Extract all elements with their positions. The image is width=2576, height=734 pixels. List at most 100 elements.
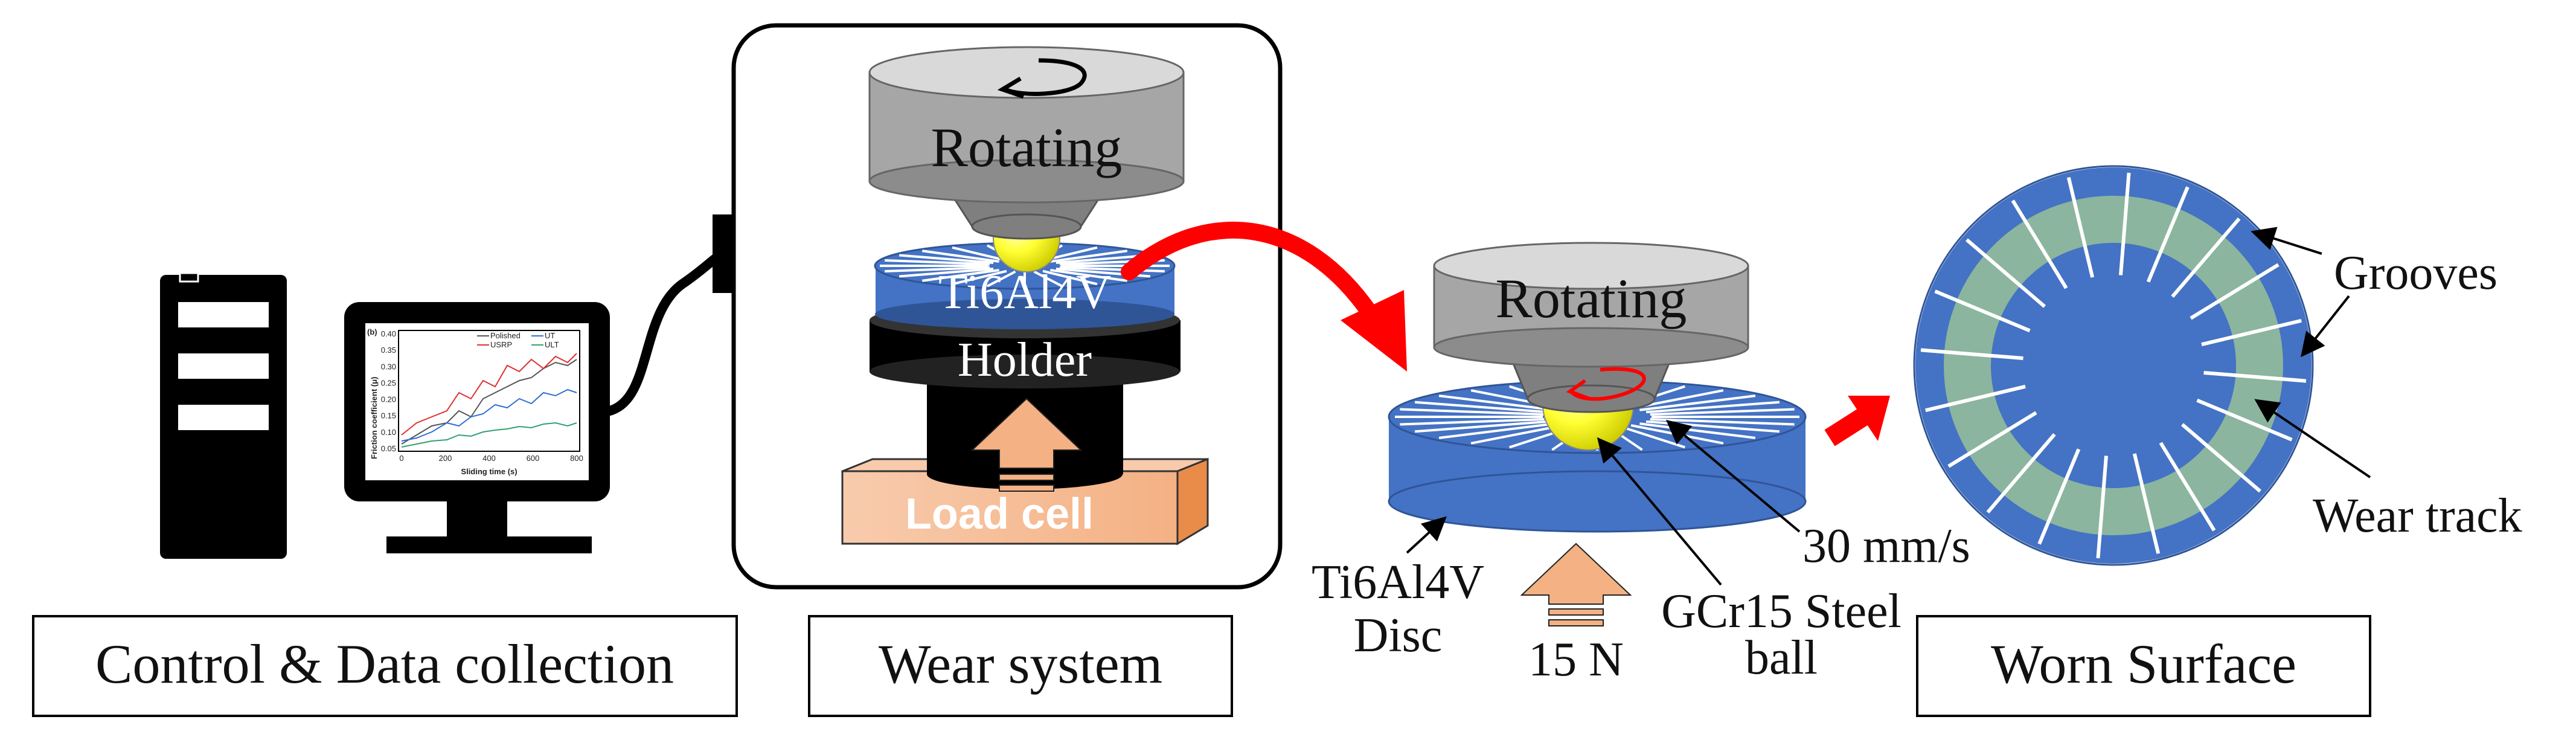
mini-ytick-label: 0.05 [381, 444, 396, 453]
disc-groove-line [1042, 269, 1098, 286]
worn-groove-line [2066, 177, 2095, 278]
worn-groove-line [2171, 217, 2241, 298]
disc-groove-line [1050, 249, 1127, 263]
ball-label-line1: GCr15 Steel [1661, 585, 1902, 638]
spindle-label: Rotating [931, 117, 1123, 178]
rotating-spindle: Rotating [868, 46, 1185, 240]
disc-groove-line [952, 269, 1007, 286]
wear-track-ring [1944, 196, 2283, 535]
disc-groove-line [1056, 254, 1151, 264]
disc-groove-line [1033, 270, 1063, 288]
wear-track-label: Wear track [2313, 489, 2522, 542]
worn-groove-line [2159, 442, 2216, 532]
closeup-load-arrow-icon [1520, 542, 1632, 626]
closeup-groove-line [1400, 418, 1545, 426]
mini-xtick-label: 800 [570, 454, 583, 463]
worn-groove-line [2037, 448, 2081, 545]
closeup-spindle-label: Rotating [1496, 268, 1687, 329]
worn-groove-line [1966, 238, 2046, 308]
closeup-disc-label-line2: Disc [1354, 609, 1443, 662]
worn-groove-line [2011, 199, 2068, 289]
mini-legend-ut: UT [545, 331, 555, 340]
red-curved-arrow-icon [1121, 222, 1407, 372]
disc-groove-line [899, 268, 994, 278]
caption-control: Control & Data collection [32, 615, 738, 717]
mini-xtick-label: 200 [439, 454, 452, 463]
ball-label-line2: ball [1745, 631, 1818, 684]
mini-ytick-label: 0.35 [381, 346, 396, 355]
disc-groove-line [922, 269, 999, 282]
closeup-groove-line [1639, 422, 1756, 439]
load-arrow-icon [970, 398, 1083, 492]
disc-label: Ti6Al4V [938, 266, 1111, 319]
holder-label: Holder [958, 333, 1092, 387]
disc-groove-line [922, 249, 999, 263]
closeup-groove-line [1650, 408, 1795, 416]
mini-ytick-label: 0.25 [381, 378, 396, 387]
mini-legend-polished: Polished [490, 331, 521, 340]
caption-worn-surface: Worn Surface [1916, 615, 2371, 717]
worn-groove-line [2201, 318, 2302, 347]
mini-xtick-label: 600 [527, 454, 540, 463]
caption-worn-surface-text: Worn Surface [1991, 633, 2296, 695]
caption-wear-system-text: Wear system [879, 633, 1162, 695]
pointer-grooves-1 [2251, 227, 2322, 255]
closeup-groove-line [1400, 408, 1545, 416]
mini-xtick-label: 400 [482, 454, 496, 463]
worn-groove-line [2096, 456, 2109, 559]
grooves-label: Grooves [2334, 246, 2498, 300]
mini-ytick-label: 0.15 [381, 411, 396, 420]
mini-ytick-label: 0.20 [381, 395, 396, 404]
worn-surface-disc [1913, 165, 2314, 566]
computer-tower-icon [160, 272, 287, 559]
mini-series-polished [401, 359, 577, 445]
pointer-grooves-2 [2301, 295, 2350, 358]
worn-groove-line [2196, 398, 2293, 442]
disc-groove-line [1050, 269, 1127, 282]
worn-groove-line [2132, 453, 2161, 554]
caption-control-text: Control & Data collection [95, 633, 674, 695]
mini-chart-xlabel: Sliding time (s) [461, 467, 517, 476]
mini-xtick-label: 0 [399, 454, 403, 463]
pointer-ball [1597, 437, 1722, 586]
speed-label: 30 mm/s [1802, 520, 1970, 573]
mini-legend-usrp: USRP [490, 340, 512, 349]
caption-wear-system: Wear system [808, 615, 1233, 717]
worn-groove-line [1934, 289, 2031, 333]
mini-chart-legend: Polished USRP UT ULT [477, 331, 559, 349]
mini-ytick-label: 0.10 [381, 428, 396, 437]
rotation-arrow-icon [1004, 58, 1087, 96]
small-red-arrow-icon [1824, 396, 1890, 446]
load-value-label: 15 N [1528, 633, 1624, 686]
disc-groove-line [1059, 266, 1165, 273]
mini-ytick-label: 0.40 [381, 329, 396, 338]
worn-groove-line [2146, 186, 2190, 283]
worn-groove-line [2118, 172, 2131, 275]
worn-groove-line [2190, 263, 2280, 320]
worn-groove-line [2203, 370, 2307, 383]
mini-chart-xticks: 0 200 400 600 800 [399, 454, 583, 463]
worn-groove-line [1986, 433, 2056, 513]
disc-groove-line [885, 259, 990, 266]
closeup-groove-line [1645, 401, 1780, 414]
mini-legend-ult: ULT [545, 340, 559, 349]
mini-chart-yticks: 0.40 0.35 0.30 0.25 0.20 0.15 0.10 0.05 [381, 329, 396, 453]
closeup-groove-line [1438, 394, 1555, 411]
mini-ytick-label: 0.30 [381, 362, 396, 371]
mini-series-ult [401, 422, 577, 448]
closeup-groove-line [1438, 422, 1555, 439]
closeup-disc-label: Ti6Al4V Disc [1312, 556, 1484, 662]
mini-chart-ylabel: Friction coefficient (μ) [370, 376, 379, 459]
closeup-groove-line [1639, 394, 1756, 411]
closeup-groove-line [1415, 401, 1549, 414]
closeup-spindle: Rotating [1433, 242, 1749, 413]
worn-groove-line [2180, 423, 2261, 493]
pointer-wear-track [2254, 399, 2371, 478]
mini-series-usrp [401, 353, 577, 436]
disc-groove-line [899, 254, 994, 264]
mini-series-ut [401, 388, 577, 442]
closeup-disc-label-line1: Ti6Al4V [1312, 556, 1484, 609]
load-cell-label: Load cell [905, 490, 1094, 538]
worn-groove-line [1925, 384, 2026, 413]
